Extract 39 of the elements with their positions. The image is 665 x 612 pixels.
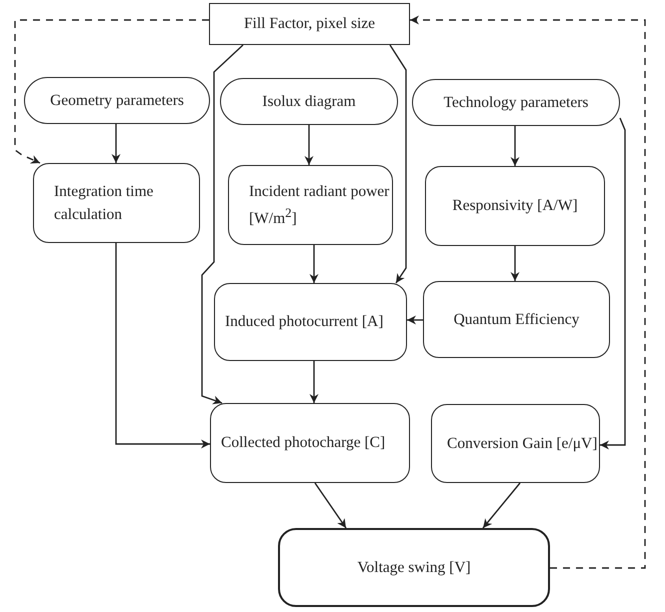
arrow [201, 44, 244, 404]
node-label: Incident radiant power [W/m$^{2}$] [249, 182, 390, 230]
arrow [310, 361, 318, 403]
arrow [304, 125, 314, 165]
arrow [115, 243, 210, 448]
arrow [600, 118, 626, 450]
node-label: Technology parameters [444, 92, 588, 113]
arrow [314, 482, 347, 528]
node-label: Fill Factor, pixel size [244, 14, 376, 34]
parameter-box [209, 3, 410, 45]
arrow [510, 126, 520, 166]
node-label: Voltage swing [V] [357, 558, 471, 578]
process-box [425, 166, 605, 246]
arrow [510, 246, 520, 281]
process-box [214, 283, 407, 361]
input-pill [412, 79, 620, 126]
input-pill [220, 78, 398, 125]
node-label: Geometry parameters [50, 90, 184, 111]
dashed-arrow [410, 16, 646, 569]
result-box [278, 528, 550, 607]
node-label: Quantum Efficiency [454, 310, 580, 330]
arrow [407, 316, 423, 324]
node-label: Collected photocharge [C] [221, 433, 386, 454]
node-label: Conversion Gain [e/μV] [447, 434, 598, 454]
node-label: Responsivity [A/W] [452, 196, 578, 216]
node-label: Integration time calculation [54, 182, 154, 225]
process-box [33, 163, 200, 243]
process-box [423, 281, 610, 358]
arrow [389, 44, 407, 284]
node-label: Isolux diagram [262, 92, 356, 112]
input-pill [24, 77, 210, 124]
arrow [482, 482, 521, 528]
process-box [431, 404, 600, 483]
process-box [228, 165, 393, 245]
node-label: Induced photocurrent [A] [225, 312, 384, 332]
dashed-arrow [14, 19, 209, 164]
process-box [210, 403, 410, 483]
arrow [310, 245, 318, 283]
arrow [112, 124, 120, 163]
